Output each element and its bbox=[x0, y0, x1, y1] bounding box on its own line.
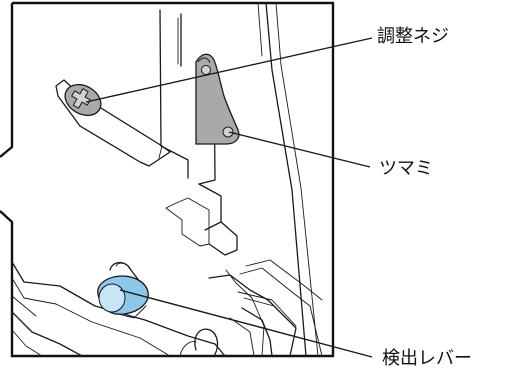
inset-frame bbox=[0, 1, 335, 358]
knob-icon bbox=[195, 53, 240, 145]
knob-leader-line bbox=[228, 131, 371, 168]
mechanism-drawing bbox=[12, 3, 323, 356]
detect-lever-leader-line bbox=[119, 289, 373, 358]
adjust-screw-icon bbox=[64, 83, 102, 117]
detect-lever-icon bbox=[97, 261, 149, 319]
detect-lever-label: 検出レバー bbox=[382, 348, 472, 369]
adjust-screw-leader-line bbox=[85, 37, 373, 103]
knob-label: ツマミ bbox=[379, 158, 433, 179]
adjust-screw-label: 調整ネジ bbox=[377, 26, 449, 47]
